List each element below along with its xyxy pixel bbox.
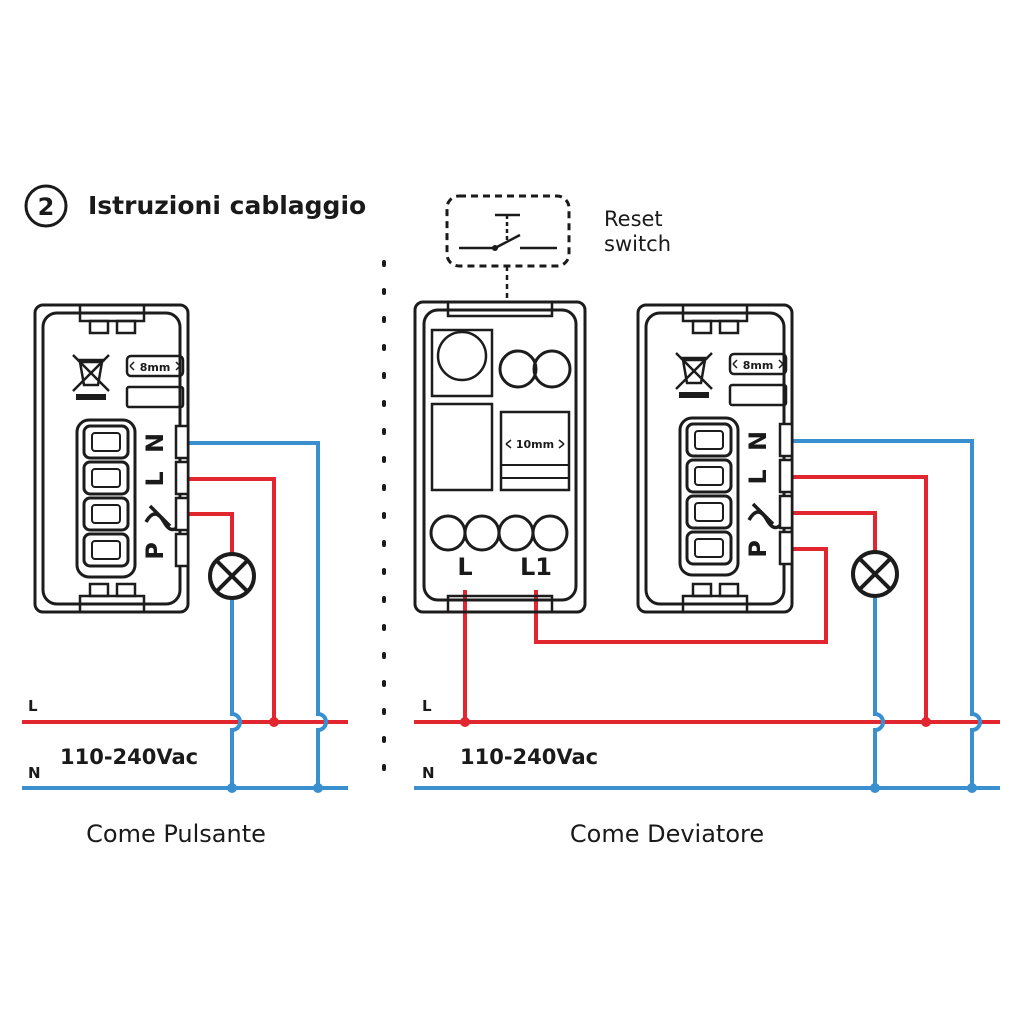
junction-dots-left [227, 717, 323, 793]
neutral-label-right: N [422, 764, 435, 782]
live-label-left: L [28, 697, 38, 715]
strip-gauge-left [125, 354, 185, 378]
terminal-slot [685, 458, 733, 494]
title-text: Istruzioni cablaggio [88, 191, 366, 220]
terminal-label-p-right: P [744, 540, 772, 558]
live-wire-left [188, 477, 276, 722]
supply-right: L N 110-240Vac [414, 697, 1000, 790]
junction-dot [967, 783, 977, 793]
relay-module: 10mm L L1 [413, 300, 587, 614]
live-wire-right [792, 475, 928, 722]
strip-length-left: 8mm [140, 361, 171, 374]
terminal-label-p-left: P [141, 542, 169, 560]
strip-gauge-right [728, 352, 788, 376]
terminal-slot [82, 496, 130, 532]
weee-bin-icon [675, 352, 713, 398]
relay-coil [436, 330, 488, 382]
terminal-label-n-left: N [141, 433, 169, 453]
terminal-slot [685, 422, 733, 458]
terminal-slot [82, 424, 130, 460]
terminal-label-n-right: N [744, 431, 772, 451]
relay-terminal-l-label: L [457, 553, 472, 581]
lamp-return-wire-right [873, 597, 885, 788]
lamp-feed-wire-left [188, 512, 234, 553]
junction-dots-right [460, 717, 977, 793]
terminal-block-left [75, 418, 137, 579]
lamp-return-wire-left [230, 599, 242, 788]
relay-terminal-l1-label: L1 [520, 553, 552, 581]
lamp-feed-wire-right [792, 511, 877, 551]
wiring-right [463, 439, 982, 788]
junction-dot [227, 783, 237, 793]
lamp-left [208, 552, 256, 600]
terminal-slot [685, 530, 733, 566]
wiring-left [188, 441, 328, 788]
weee-bin-icon [72, 354, 110, 400]
strip-length-right: 8mm [743, 359, 774, 372]
reset-switch-label-line2: switch [604, 232, 671, 256]
switch-module-left: 8mm N L P [33, 303, 190, 614]
junction-dot [460, 717, 470, 727]
voltage-label-left: 110-240Vac [60, 745, 198, 769]
relay-terminal-hole [497, 514, 535, 552]
junction-dot [921, 717, 931, 727]
step-number-circle [24, 184, 68, 228]
reset-switch: Reset switch [445, 194, 671, 302]
terminal-slot [82, 532, 130, 568]
reset-switch-label-line1: Reset [604, 207, 663, 231]
section-title: 2 Istruzioni cablaggio [24, 184, 366, 228]
step-number: 2 [38, 193, 55, 221]
live-label-right: L [422, 697, 432, 715]
relay-terminal-hole [531, 514, 569, 552]
voltage-label-right: 110-240Vac [460, 745, 598, 769]
neutral-wire-left [188, 441, 328, 788]
neutral-wire-right [792, 439, 982, 788]
relay-terminal-hole [429, 514, 467, 552]
lamp-right [851, 550, 899, 598]
terminal-label-l-left: L [141, 471, 169, 486]
terminal-block-right [678, 416, 740, 577]
junction-dot [313, 783, 323, 793]
relay-strip-length: 10mm [516, 438, 554, 451]
terminal-slot [685, 494, 733, 530]
supply-left: L N 110-240Vac [22, 697, 348, 790]
caption-left: Come Pulsante [86, 820, 266, 848]
caption-right: Come Deviatore [570, 820, 764, 848]
switch-module-right: 8mm N L P [636, 303, 794, 614]
relay-l1-wire [534, 547, 828, 644]
junction-dot [269, 717, 279, 727]
relay-terminal-hole [463, 514, 501, 552]
terminal-slot [82, 460, 130, 496]
neutral-label-left: N [28, 764, 41, 782]
junction-dot [870, 783, 880, 793]
terminal-label-l-right: L [744, 469, 772, 484]
